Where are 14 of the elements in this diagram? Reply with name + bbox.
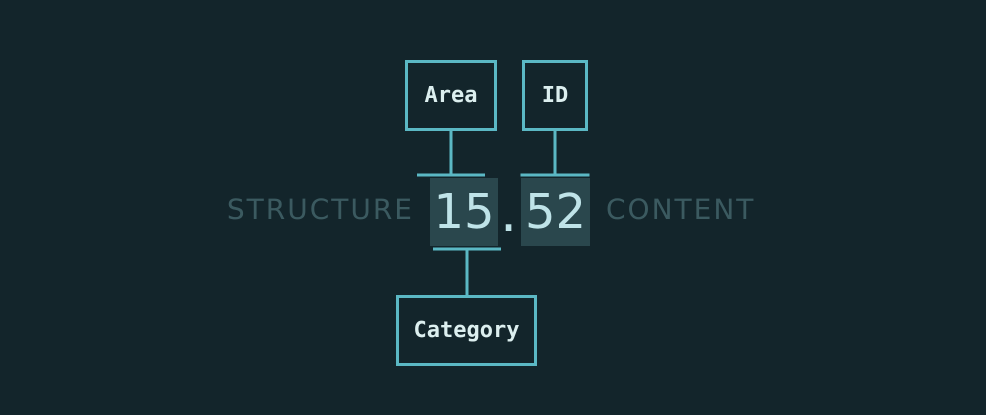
number-block <box>521 178 590 246</box>
box-label: ID <box>542 83 568 108</box>
box-label: Area <box>424 83 478 108</box>
number-text: 52 <box>524 184 586 240</box>
label-box <box>522 60 588 131</box>
bracket-line <box>432 248 502 295</box>
number-text: 15 <box>433 184 495 240</box>
box-label: Category <box>414 318 520 343</box>
label-box <box>405 60 497 131</box>
label-box <box>396 295 537 366</box>
bracket-line <box>519 131 591 176</box>
bracket-line <box>416 131 486 176</box>
separator-dot: . <box>500 186 518 240</box>
number-block <box>430 178 498 246</box>
